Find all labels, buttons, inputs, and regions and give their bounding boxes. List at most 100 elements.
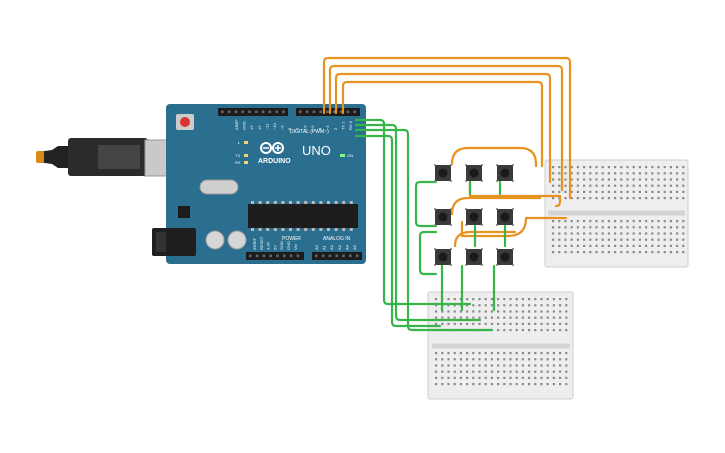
breadboard-right-hole[interactable] xyxy=(682,220,685,223)
breadboard-right-hole[interactable] xyxy=(645,220,648,223)
breadboard-bottom-hole[interactable] xyxy=(509,352,512,355)
breadboard-right-hole[interactable] xyxy=(669,244,672,247)
breadboard-bottom-hole[interactable] xyxy=(528,383,531,386)
breadboard-right-hole[interactable] xyxy=(601,251,604,254)
breadboard-right-hole[interactable] xyxy=(589,251,592,254)
breadboard-right-hole[interactable] xyxy=(632,232,635,235)
breadboard-bottom-hole[interactable] xyxy=(466,352,469,355)
breadboard-right-hole[interactable] xyxy=(614,238,617,241)
breadboard-right-hole[interactable] xyxy=(614,166,617,169)
breadboard-right-hole[interactable] xyxy=(676,172,679,175)
breadboard-right-hole[interactable] xyxy=(676,238,679,241)
breadboard-right-hole[interactable] xyxy=(651,238,654,241)
breadboard-right-hole[interactable] xyxy=(583,172,586,175)
breadboard-right-hole[interactable] xyxy=(676,251,679,254)
breadboard-bottom-hole[interactable] xyxy=(546,364,549,367)
breadboard-bottom-hole[interactable] xyxy=(497,358,500,361)
breadboard-bottom-hole[interactable] xyxy=(466,383,469,386)
breadboard-right-hole[interactable] xyxy=(570,251,573,254)
breadboard-right-hole[interactable] xyxy=(614,190,617,193)
breadboard-right-hole[interactable] xyxy=(614,220,617,223)
breadboard-right-hole[interactable] xyxy=(657,232,660,235)
breadboard-bottom-hole[interactable] xyxy=(447,298,450,301)
breadboard-bottom-hole[interactable] xyxy=(509,329,512,332)
breadboard-bottom-hole[interactable] xyxy=(515,376,518,379)
breadboard-bottom-hole[interactable] xyxy=(497,364,500,367)
breadboard-bottom-hole[interactable] xyxy=(490,298,493,301)
breadboard-right-hole[interactable] xyxy=(682,244,685,247)
breadboard-bottom-hole[interactable] xyxy=(521,370,524,373)
breadboard-bottom-hole[interactable] xyxy=(515,383,518,386)
breadboard-right-hole[interactable] xyxy=(595,190,598,193)
breadboard-right-hole[interactable] xyxy=(595,184,598,187)
breadboard-bottom-hole[interactable] xyxy=(565,329,568,332)
breadboard-right-hole[interactable] xyxy=(576,244,579,247)
breadboard-right-hole[interactable] xyxy=(669,251,672,254)
breadboard-right-hole[interactable] xyxy=(651,190,654,193)
breadboard-bottom-hole[interactable] xyxy=(478,364,481,367)
breadboard-right-hole[interactable] xyxy=(576,220,579,223)
breadboard-bottom-hole[interactable] xyxy=(521,322,524,325)
breadboard-right-hole[interactable] xyxy=(607,166,610,169)
breadboard-right-hole[interactable] xyxy=(607,232,610,235)
breadboard-bottom-hole[interactable] xyxy=(552,316,555,319)
breadboard-right-hole[interactable] xyxy=(558,172,561,175)
breadboard-bottom-hole[interactable] xyxy=(565,304,568,307)
breadboard-bottom-hole[interactable] xyxy=(515,364,518,367)
breadboard-right-hole[interactable] xyxy=(669,166,672,169)
breadboard-bottom-hole[interactable] xyxy=(546,304,549,307)
breadboard-bottom-hole[interactable] xyxy=(453,310,456,313)
breadboard-bottom-hole[interactable] xyxy=(528,370,531,373)
breadboard-bottom-hole[interactable] xyxy=(559,316,562,319)
breadboard-bottom-hole[interactable] xyxy=(453,370,456,373)
breadboard-right-hole[interactable] xyxy=(638,226,641,229)
breadboard-bottom-hole[interactable] xyxy=(503,383,506,386)
breadboard-bottom-hole[interactable] xyxy=(565,316,568,319)
breadboard-bottom-hole[interactable] xyxy=(441,358,444,361)
breadboard-right-hole[interactable] xyxy=(663,184,666,187)
breadboard-bottom[interactable] xyxy=(427,291,574,400)
breadboard-bottom-hole[interactable] xyxy=(546,329,549,332)
breadboard-right-hole[interactable] xyxy=(589,178,592,181)
breadboard-bottom-hole[interactable] xyxy=(472,376,475,379)
breadboard-bottom-hole[interactable] xyxy=(472,364,475,367)
breadboard-bottom-hole[interactable] xyxy=(484,298,487,301)
breadboard-right-hole[interactable] xyxy=(564,251,567,254)
breadboard-right-hole[interactable] xyxy=(676,232,679,235)
breadboard-right-hole[interactable] xyxy=(676,197,679,200)
breadboard-bottom-hole[interactable] xyxy=(484,352,487,355)
breadboard-right-hole[interactable] xyxy=(663,238,666,241)
header-pin[interactable] xyxy=(305,110,309,114)
breadboard-right-hole[interactable] xyxy=(601,178,604,181)
breadboard-right-hole[interactable] xyxy=(657,238,660,241)
breadboard-bottom-hole[interactable] xyxy=(472,316,475,319)
breadboard-right-hole[interactable] xyxy=(607,244,610,247)
breadboard-bottom-hole[interactable] xyxy=(503,352,506,355)
breadboard-bottom-hole[interactable] xyxy=(503,376,506,379)
header-pin[interactable] xyxy=(349,254,352,258)
breadboard-right-hole[interactable] xyxy=(663,220,666,223)
breadboard-bottom-hole[interactable] xyxy=(552,370,555,373)
breadboard-bottom-hole[interactable] xyxy=(490,304,493,307)
breadboard-right-hole[interactable] xyxy=(583,238,586,241)
header-pin[interactable] xyxy=(261,110,265,114)
breadboard-right-hole[interactable] xyxy=(583,197,586,200)
breadboard-right-hole[interactable] xyxy=(651,251,654,254)
breadboard-right-hole[interactable] xyxy=(620,172,623,175)
breadboard-right-hole[interactable] xyxy=(620,220,623,223)
breadboard-bottom-hole[interactable] xyxy=(459,310,462,313)
breadboard-bottom-hole[interactable] xyxy=(484,358,487,361)
breadboard-right-hole[interactable] xyxy=(564,197,567,200)
breadboard-bottom-hole[interactable] xyxy=(478,376,481,379)
breadboard-right-hole[interactable] xyxy=(645,232,648,235)
breadboard-right-hole[interactable] xyxy=(607,184,610,187)
breadboard-bottom-hole[interactable] xyxy=(441,322,444,325)
breadboard-right-hole[interactable] xyxy=(552,238,555,241)
breadboard-right-hole[interactable] xyxy=(638,197,641,200)
breadboard-right-hole[interactable] xyxy=(682,238,685,241)
breadboard-right-hole[interactable] xyxy=(614,244,617,247)
breadboard-bottom-hole[interactable] xyxy=(540,316,543,319)
breadboard-bottom-hole[interactable] xyxy=(515,358,518,361)
breadboard-right-hole[interactable] xyxy=(558,251,561,254)
breadboard-bottom-hole[interactable] xyxy=(534,364,537,367)
